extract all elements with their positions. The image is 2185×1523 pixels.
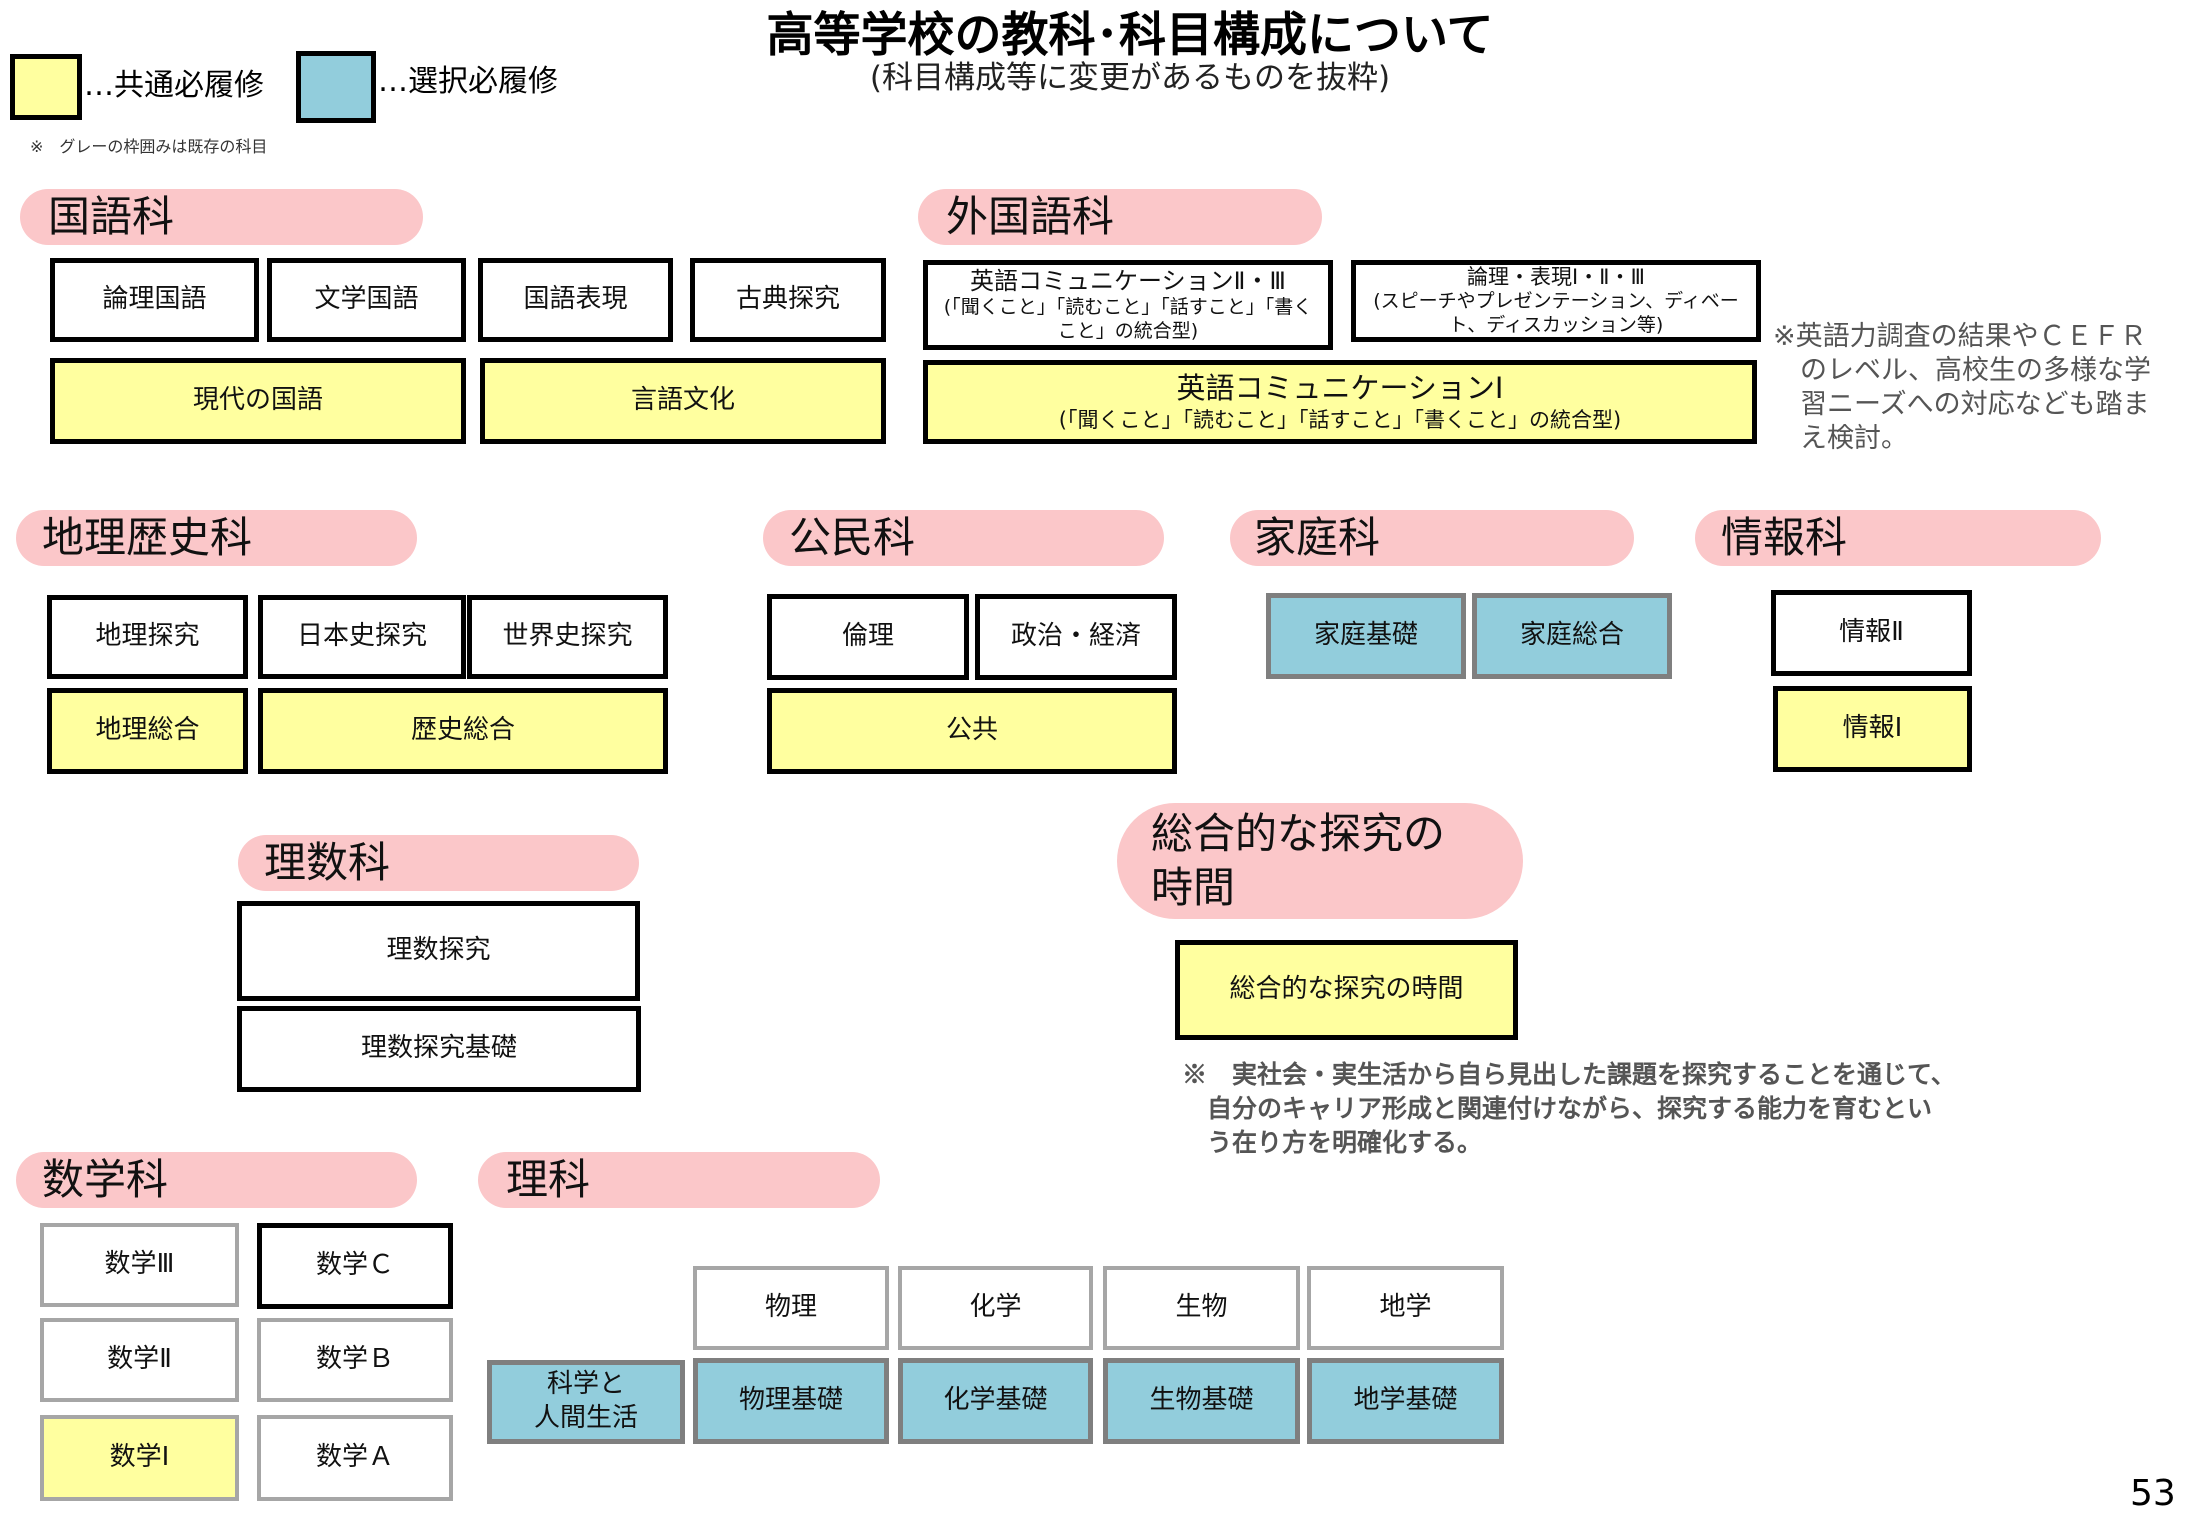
category-katei: 家庭科 <box>1230 510 1634 566</box>
category-rika: 理科 <box>478 1152 880 1208</box>
subject-butsuri: 物理 <box>693 1266 889 1350</box>
subject-sekaishi-tankyu: 世界史探究 <box>467 595 668 679</box>
subject-chiri-sogo: 地理総合 <box>47 688 248 774</box>
gaikokugo-note: ※英語力調査の結果やＣＥＦＲ のレベル、高校生の多様な学 習ニーズへの対応なども… <box>1773 321 2151 454</box>
subject-sugaku-a: 数学Ａ <box>257 1415 453 1501</box>
subject-rinri: 倫理 <box>767 594 969 680</box>
subject-ningen-line2: 人間生活 <box>533 1403 638 1433</box>
subject-sogo-tankyu: 総合的な探究の時間 <box>1175 940 1518 1040</box>
subject-eigo-comm-1-desc: (「聞くこと」「読むこと」「話すこと」「書くこと」の統合型) <box>1058 408 1622 433</box>
subject-joho-1: 情報Ⅰ <box>1773 686 1972 772</box>
subject-chigaku: 地学 <box>1307 1266 1504 1350</box>
category-komin: 公民科 <box>763 510 1164 566</box>
page-subtitle: (科目構成等に変更があるものを抜粋) <box>869 60 1391 96</box>
legend-common-label: …共通必履修 <box>84 68 264 103</box>
subject-koten-tankyu: 古典探究 <box>690 258 886 342</box>
subject-ronri-hyogen-desc: (スピーチやプレゼンテーション、ディベート、ディスカッション等) <box>1373 290 1739 337</box>
legend-elective-swatch <box>296 51 376 123</box>
subject-katei-kiso: 家庭基礎 <box>1266 593 1466 679</box>
category-risu: 理数科 <box>238 835 639 891</box>
category-gaikokugo: 外国語科 <box>918 189 1322 245</box>
subject-kagaku-to-ningen-seikatsu: 科学と 人間生活 <box>487 1360 685 1444</box>
subject-gendai-no-kokugo: 現代の国語 <box>50 358 466 444</box>
subject-bungaku-kokugo: 文学国語 <box>267 258 466 342</box>
subject-kagaku: 化学 <box>898 1266 1093 1350</box>
subject-eigo-comm-2-3-desc: (「聞くこと」「読むこと」「話すこと」「書くこと」の統合型) <box>943 296 1313 342</box>
subject-eigo-comm-1-title: 英語コミュニケーションⅠ <box>1176 370 1504 405</box>
subject-eigo-comm-2-3-title: 英語コミュニケーションⅡ・Ⅲ <box>970 267 1286 296</box>
subject-ronri-kokugo: 論理国語 <box>50 258 259 342</box>
category-chiri-rekishi: 地理歴史科 <box>16 510 417 566</box>
subject-ningen-line1: 科学と <box>546 1369 625 1400</box>
subject-ronri-hyogen: 論理・表現Ⅰ・Ⅱ・Ⅲ (スピーチやプレゼンテーション、ディベート、ディスカッショ… <box>1351 260 1761 342</box>
category-sugaku: 数学科 <box>16 1152 417 1208</box>
subject-butsuri-kiso: 物理基礎 <box>693 1358 889 1444</box>
subject-chigaku-kiso: 地学基礎 <box>1307 1358 1504 1444</box>
legend-note: ※ グレーの枠囲みは既存の科目 <box>30 137 268 156</box>
legend-common-swatch <box>10 54 82 120</box>
category-sogo-tankyu: 総合的な探究の時間 <box>1117 803 1523 919</box>
subject-gengo-bunka: 言語文化 <box>480 358 886 444</box>
page-title: 高等学校の教科･科目構成について <box>766 8 1494 63</box>
subject-ronri-hyogen-title: 論理・表現Ⅰ・Ⅱ・Ⅲ <box>1466 265 1645 290</box>
subject-nihonshi-tankyu: 日本史探究 <box>258 595 466 679</box>
subject-seibutsu: 生物 <box>1103 1266 1300 1350</box>
subject-katei-sogo: 家庭総合 <box>1472 593 1672 679</box>
legend-elective-label: …選択必履修 <box>378 64 558 99</box>
subject-eigo-comm-1: 英語コミュニケーションⅠ (「聞くこと」「読むこと」「話すこと」「書くこと」の統… <box>923 360 1757 444</box>
subject-risu-tankyu-kiso: 理数探究基礎 <box>237 1006 641 1092</box>
category-joho: 情報科 <box>1695 510 2101 566</box>
subject-seibutsu-kiso: 生物基礎 <box>1103 1358 1300 1444</box>
subject-kokugo-hyogen: 国語表現 <box>478 258 673 342</box>
subject-eigo-comm-2-3: 英語コミュニケーションⅡ・Ⅲ (「聞くこと」「読むこと」「話すこと」「書くこと」… <box>923 260 1333 350</box>
page-number: 53 <box>2130 1473 2176 1514</box>
subject-sugaku-b: 数学Ｂ <box>257 1318 453 1402</box>
subject-risu-tankyu: 理数探究 <box>237 901 640 1001</box>
subject-sugaku-1: 数学Ⅰ <box>40 1415 239 1501</box>
subject-joho-2: 情報Ⅱ <box>1771 590 1972 676</box>
subject-chiri-tankyu: 地理探究 <box>47 595 248 679</box>
sogo-tankyu-note: ※ 実社会・実生活から自ら見出した課題を探究することを通じて、 自分のキャリア形… <box>1182 1060 1956 1157</box>
category-kokugo: 国語科 <box>20 189 423 245</box>
subject-seiji-keizai: 政治・経済 <box>975 594 1177 680</box>
subject-kokyo: 公共 <box>767 688 1177 774</box>
subject-kagaku-kiso: 化学基礎 <box>898 1358 1093 1444</box>
subject-sugaku-2: 数学Ⅱ <box>40 1318 239 1402</box>
subject-sugaku-c: 数学Ｃ <box>257 1223 453 1309</box>
subject-sugaku-3: 数学Ⅲ <box>40 1223 239 1307</box>
subject-rekishi-sogo: 歴史総合 <box>258 688 668 774</box>
